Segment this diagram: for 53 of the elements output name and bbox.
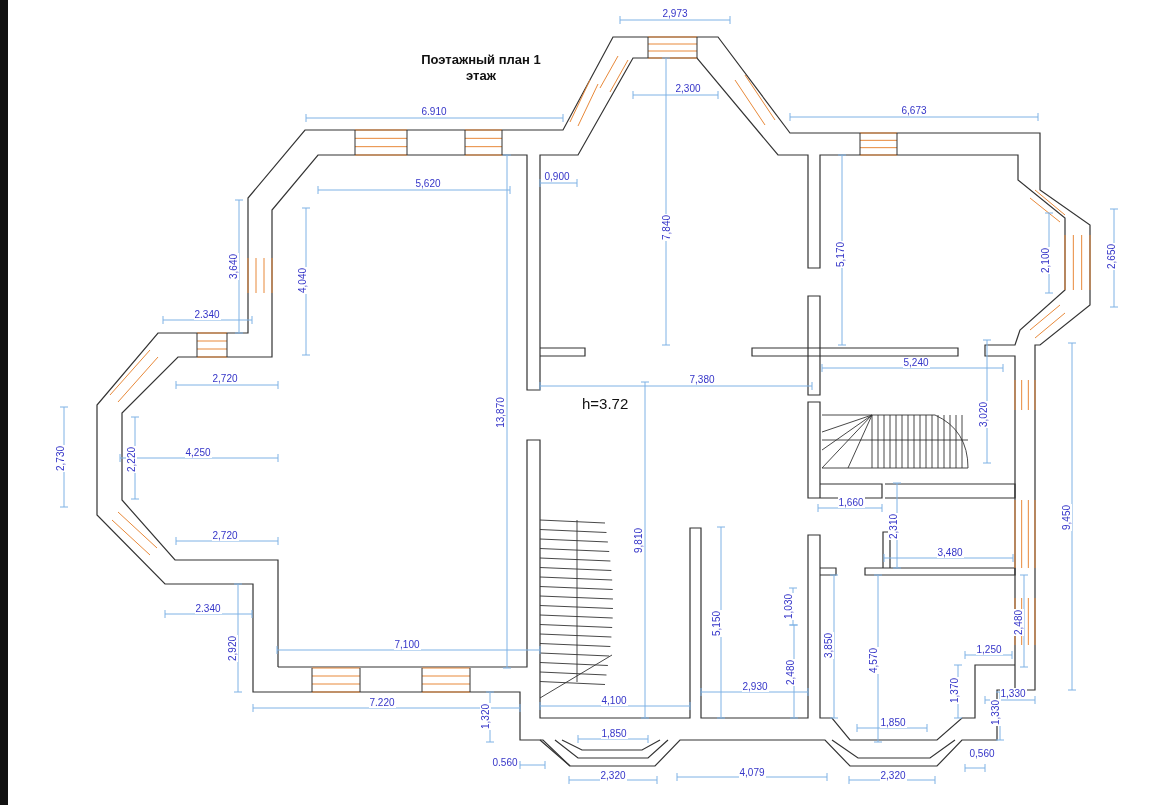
dimension-label: 5,170 <box>834 240 846 268</box>
dimension-label: 3,850 <box>822 631 834 659</box>
dimension-label: 7.220 <box>368 696 396 708</box>
dimension-label: 2,650 <box>1105 242 1117 270</box>
dimension-label: 4,079 <box>738 766 766 778</box>
dimension-label: 1,370 <box>948 676 960 704</box>
dimension-label: 2,730 <box>54 444 66 472</box>
dimension-label: 7,100 <box>393 638 421 650</box>
dimension-label: 5,150 <box>710 609 722 637</box>
dimension-label: 2,100 <box>1039 246 1051 274</box>
dimension-label: 1,250 <box>975 643 1003 655</box>
dimension-label: 1,850 <box>600 727 628 739</box>
dimension-label: 5,240 <box>902 356 930 368</box>
dimension-label: 2.340 <box>193 308 221 320</box>
dimension-label: 6,673 <box>900 104 928 116</box>
dimension-label: 1,320 <box>479 702 491 730</box>
dimension-label: 1,850 <box>879 716 907 728</box>
dimension-label: 9,450 <box>1060 503 1072 531</box>
dimension-label: 2,320 <box>879 769 907 781</box>
dimension-label: 3,480 <box>936 546 964 558</box>
dimension-label: 0,560 <box>968 747 996 759</box>
dimension-label: 0,900 <box>543 170 571 182</box>
dimension-label: 4,100 <box>600 694 628 706</box>
dimension-label: 6.910 <box>420 105 448 117</box>
dimension-label: 2,300 <box>674 82 702 94</box>
dimension-label: 2,720 <box>211 372 239 384</box>
ceiling-height-label: h=3.72 <box>582 394 629 412</box>
dimension-label: 4,040 <box>296 266 308 294</box>
dimension-label: 2,320 <box>599 769 627 781</box>
dimension-label: 7,840 <box>660 213 672 241</box>
dimension-label: 2,480 <box>784 658 796 686</box>
dimension-label: 2.340 <box>194 602 222 614</box>
dimension-label: 1,030 <box>782 592 794 620</box>
dimension-label: 2,480 <box>1012 608 1024 636</box>
dimension-label: 4,570 <box>867 646 879 674</box>
dimension-label: 5,620 <box>414 177 442 189</box>
dimension-label: 2,930 <box>741 680 769 692</box>
dimension-label: 2,220 <box>125 445 137 473</box>
dimension-label: 2,310 <box>887 512 899 540</box>
dimension-label: 3,020 <box>977 400 989 428</box>
dimension-label: 7,380 <box>688 373 716 385</box>
dimension-label: 2,920 <box>226 634 238 662</box>
dimension-label: 9,810 <box>632 526 644 554</box>
dimension-label: 2,720 <box>211 529 239 541</box>
dimension-label: 4,250 <box>184 446 212 458</box>
dimension-label: 1,660 <box>837 496 865 508</box>
dimension-label: 2,973 <box>661 7 689 19</box>
dimension-label: 3,640 <box>227 252 239 280</box>
dimension-label: 1,330 <box>999 687 1027 699</box>
dimension-label: 1,330 <box>989 698 1001 726</box>
dimension-label: 13,870 <box>494 395 506 429</box>
dimension-label: 0.560 <box>491 756 519 768</box>
plan-title: Поэтажный план 1 этаж <box>420 52 542 84</box>
